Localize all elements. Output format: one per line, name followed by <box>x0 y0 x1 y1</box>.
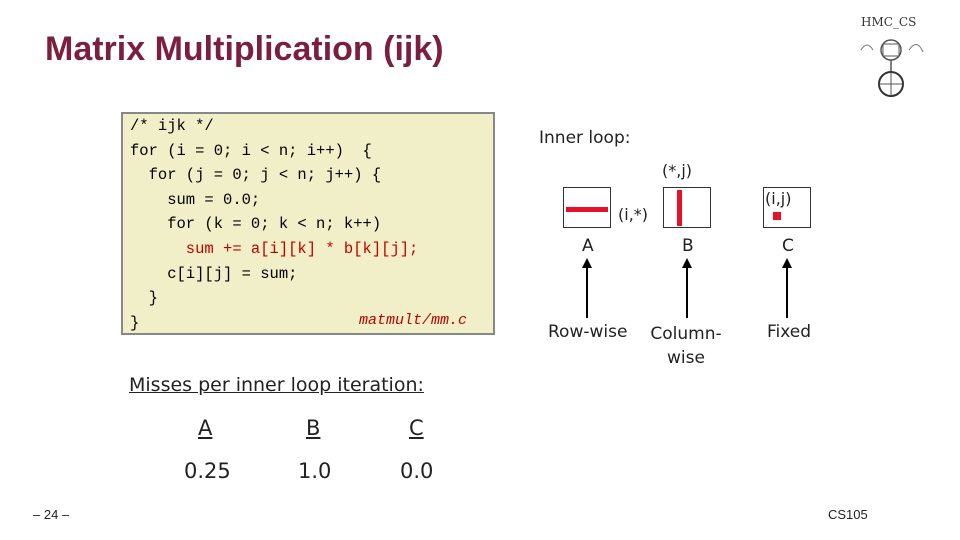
matrix-b-label: B <box>682 236 694 256</box>
c-access-label: (i,j) <box>765 189 792 208</box>
slide-title: Matrix Multiplication (ijk) <box>45 30 444 68</box>
b-access-label: (*,j) <box>662 161 693 180</box>
hmc-cs-logo: HMC_CS <box>853 10 931 102</box>
misses-header-a: A <box>198 416 213 440</box>
access-b-label: Column- wise <box>650 324 722 368</box>
svg-text:HMC_CS: HMC_CS <box>861 15 916 29</box>
access-c-label: Fixed <box>767 322 812 342</box>
code-line: for (i = 0; i < n; i++) { <box>130 141 372 160</box>
code-line: c[i][j] = sum; <box>130 264 298 283</box>
code-line: for (k = 0; k < n; k++) <box>130 215 382 234</box>
page-number: – 24 – <box>33 507 70 522</box>
misses-header-c: C <box>409 416 424 440</box>
inner-loop-label: Inner loop: <box>539 128 631 148</box>
a-access-label: (i,*) <box>618 205 649 224</box>
arrowhead-b <box>682 258 692 268</box>
misses-value-b: 1.0 <box>298 459 332 483</box>
code-line: } <box>130 289 158 308</box>
code-block: /* ijk */ for (i = 0; i < n; i++) { for … <box>121 112 495 335</box>
misses-value-c: 0.0 <box>400 459 434 483</box>
row-highlight <box>566 207 608 212</box>
code-line: sum += a[i][k] * b[k][j]; <box>130 239 419 258</box>
access-arrows <box>582 258 792 318</box>
matrix-c-box <box>763 187 811 228</box>
column-highlight <box>677 190 682 226</box>
arrowhead-a <box>582 258 592 268</box>
matrix-b-box <box>663 187 711 228</box>
matrix-a-box <box>563 187 611 228</box>
misses-heading: Misses per inner loop iteration: <box>129 374 424 396</box>
code-line: sum = 0.0; <box>130 190 261 209</box>
element-highlight <box>773 212 781 220</box>
matrix-a-label: A <box>582 236 594 256</box>
course-label: CS105 <box>828 507 868 522</box>
access-a-label: Row-wise <box>548 322 628 342</box>
code-line: } <box>130 313 140 332</box>
code-listing: /* ijk */ for (i = 0; i < n; i++) { for … <box>130 114 418 335</box>
code-line: for (j = 0; j < n; j++) { <box>130 166 382 185</box>
misses-header-b: B <box>306 416 321 440</box>
arrowhead-c <box>782 258 792 268</box>
code-filename: matmult/mm.c <box>359 312 468 329</box>
misses-value-a: 0.25 <box>184 459 231 483</box>
matrix-c-label: C <box>782 236 794 256</box>
code-line: /* ijk */ <box>130 117 214 135</box>
